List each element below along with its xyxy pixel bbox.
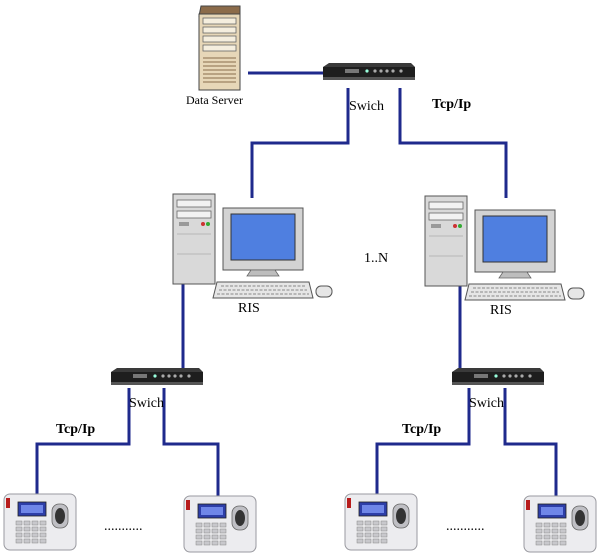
data-server[interactable]: Data Server <box>186 5 243 107</box>
top-switch-label: Swich <box>349 99 384 114</box>
top-protocol-label: Tcp/Ip <box>432 97 471 112</box>
right-switch[interactable]: Swich <box>452 368 544 411</box>
left-switch[interactable]: Swich <box>111 368 203 411</box>
workstation-icon <box>172 193 333 299</box>
multiplicity-label: 1..N <box>364 251 388 266</box>
switch-icon <box>452 368 544 385</box>
link-switch-right-ris <box>398 88 508 198</box>
switch-icon <box>111 368 203 385</box>
workstation-icon <box>424 195 585 301</box>
server-label: Data Server <box>186 93 243 107</box>
attendance-terminal-icon <box>523 495 597 553</box>
attendance-terminal-icon <box>3 493 77 551</box>
left-ris-workstation[interactable]: RIS <box>172 193 333 316</box>
terminal-left-1[interactable] <box>3 493 77 551</box>
attendance-terminal-icon <box>183 495 257 553</box>
left-ellipsis: ........... <box>104 519 143 534</box>
link-right-switch-terminal-2 <box>503 388 558 498</box>
left-ris-label: RIS <box>238 301 260 316</box>
right-ris-workstation[interactable]: RIS <box>424 195 585 318</box>
switch-icon <box>323 63 415 80</box>
right-ellipsis: ........... <box>446 519 485 534</box>
link-left-switch-terminal-2 <box>162 388 220 498</box>
right-protocol-label: Tcp/Ip <box>402 422 441 437</box>
link-switch-left-ris <box>250 88 350 198</box>
right-switch-label: Swich <box>469 396 504 411</box>
server-icon <box>198 5 241 91</box>
top-switch[interactable]: Swich <box>323 63 415 114</box>
links <box>35 71 558 498</box>
left-switch-label: Swich <box>129 396 164 411</box>
left-protocol-label: Tcp/Ip <box>56 422 95 437</box>
terminal-right-2[interactable] <box>523 495 597 553</box>
right-ris-label: RIS <box>490 303 512 318</box>
link-right-switch-terminal-1 <box>375 388 471 498</box>
link-left-switch-terminal-1 <box>35 388 131 498</box>
terminal-right-1[interactable] <box>344 493 418 551</box>
attendance-terminal-icon <box>344 493 418 551</box>
terminal-left-2[interactable] <box>183 495 257 553</box>
